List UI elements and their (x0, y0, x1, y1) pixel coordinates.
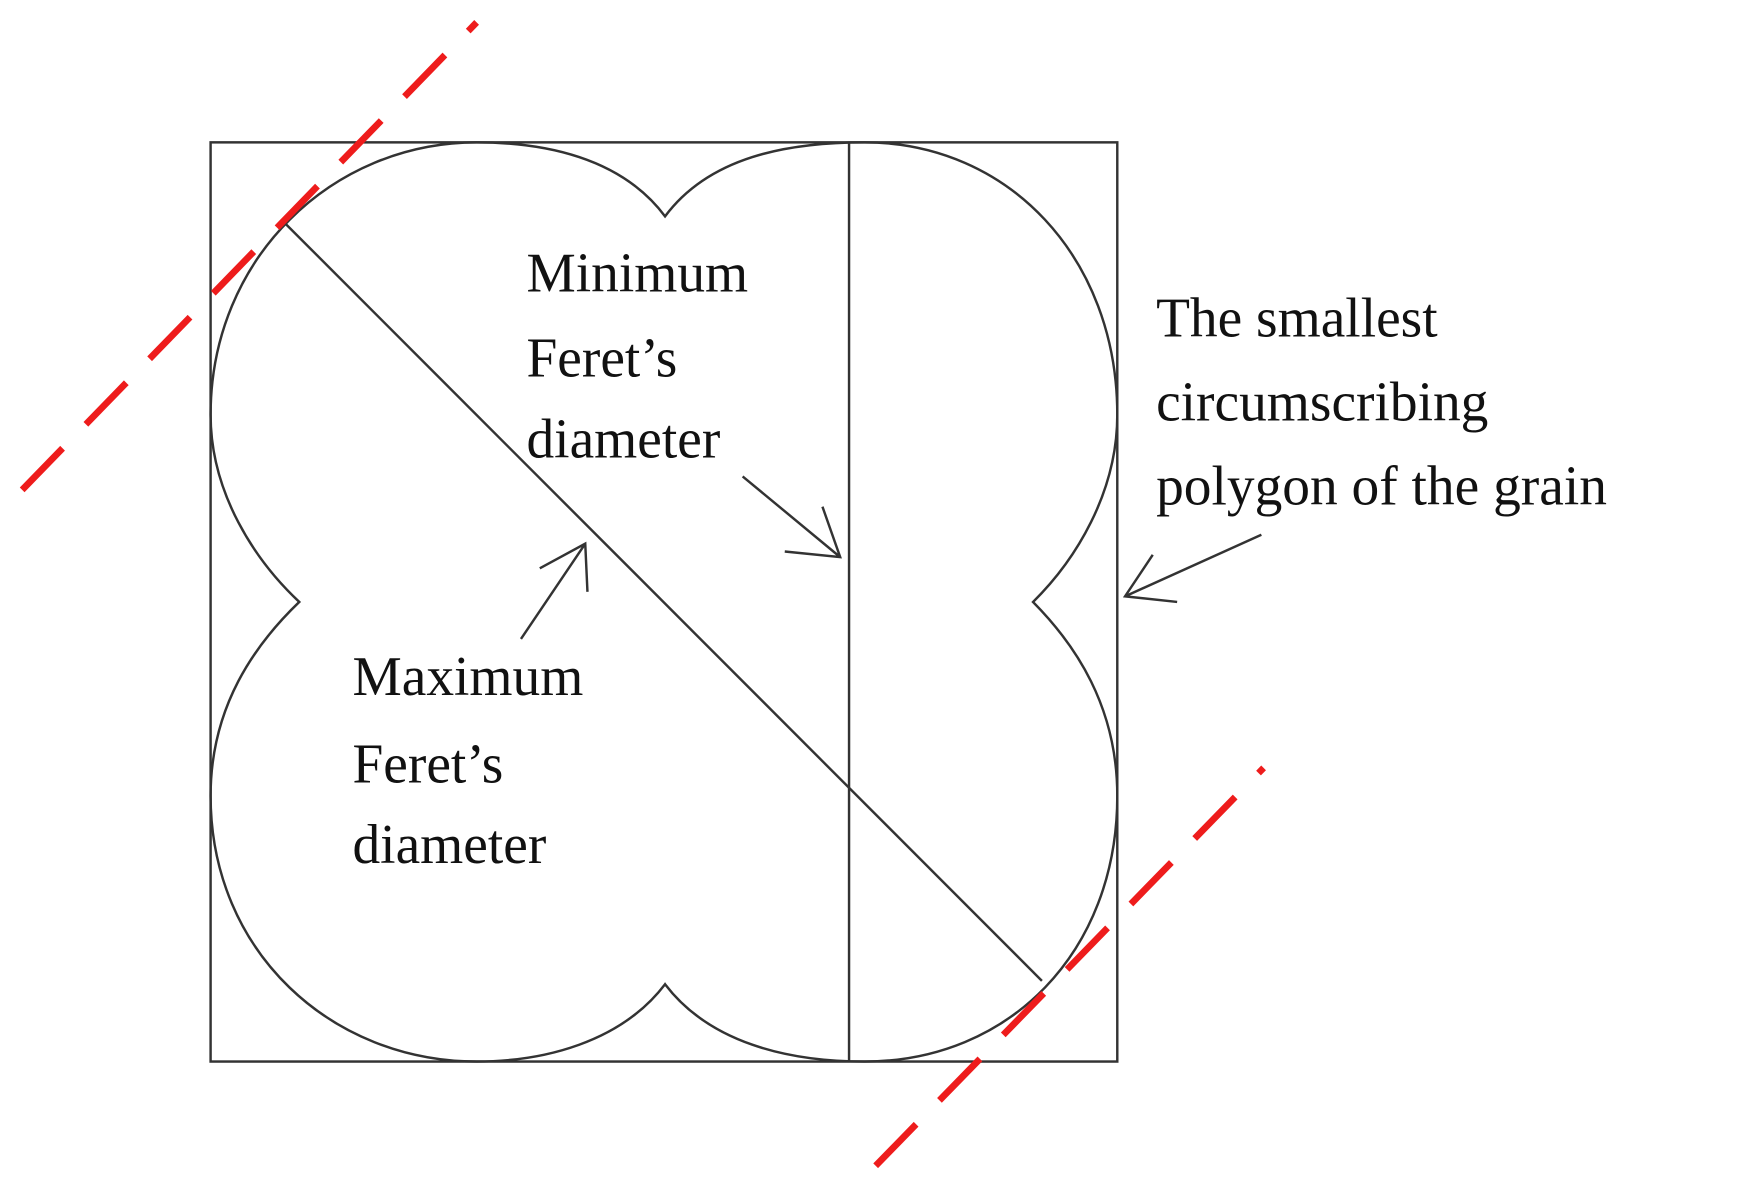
tangent-line-bottom-right (873, 765, 1266, 1169)
grain-outline (209, 141, 1119, 1063)
maximum-label-line-3: diameter (352, 814, 546, 876)
minimum-arrow (741, 475, 842, 559)
minimum-label-line-2: Feret’s (526, 327, 677, 389)
maximum-arrow (519, 541, 589, 640)
maximum-label-line-2: Feret’s (352, 733, 503, 795)
minimum-label-line-1: Minimum (526, 242, 748, 304)
tangent-line-top-left (19, 20, 479, 493)
maximum-label-line-1: Maximum (352, 646, 583, 708)
polygon-label-line-1: The smallest (1156, 287, 1438, 349)
minimum-label-line-3: diameter (526, 408, 720, 470)
circumscribing-polygon (209, 141, 1119, 1063)
polygon-label-line-3: polygon of the grain (1156, 455, 1607, 517)
polygon-label-line-2: circumscribing (1156, 371, 1488, 433)
maximum-feret-line (285, 223, 1043, 982)
polygon-arrow (1122, 533, 1262, 604)
